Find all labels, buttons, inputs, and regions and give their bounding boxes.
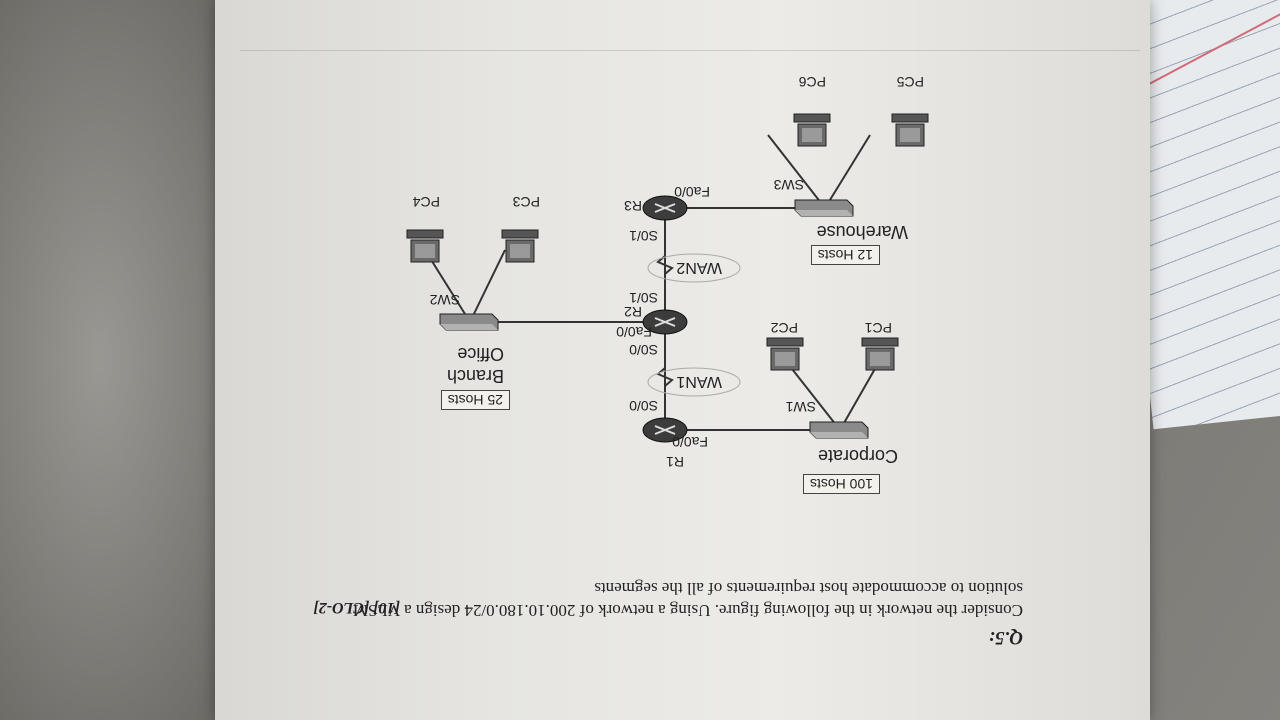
link-sw2-pc3 [469,249,506,323]
pc3-label: PC3 [512,194,540,210]
branch-label-line2: Office [457,344,504,364]
warehouse-label: Warehouse [816,222,908,242]
pc6-label: PC6 [798,74,826,90]
r2-s01-label: S0/1 [629,290,658,306]
pc5-label: PC5 [896,74,924,90]
pencil-mark-wan2 [647,253,741,283]
branch-hosts-box: 25 Hosts [440,390,510,410]
pc1-label: PC1 [864,320,892,336]
corporate-hosts-box: 100 Hosts [802,474,880,494]
wan2-label: WAN2 [676,259,722,276]
switch-sw1-icon [809,421,869,439]
router-r3-label: R3 [624,198,642,214]
pc3-icon [501,229,539,263]
r2-s00-label: S0/0 [629,342,658,358]
switch-sw3-icon [794,199,854,217]
paper-fold [240,50,1140,51]
pc5-icon [891,113,929,147]
pc2-icon [766,337,804,371]
r2-fa-label: Fa0/0 [616,324,652,340]
pc2-label: PC2 [770,320,798,336]
pc4-icon [406,229,444,263]
branch-label-line1: Branch [446,366,504,386]
r3-serial-label: S0/1 [629,228,658,244]
link-sw1-pc1 [784,359,841,431]
serial-symbol-wan2 [656,255,674,275]
serial-symbol-wan1 [656,367,674,387]
switch-sw1-label: SW1 [785,399,816,415]
pc1-icon [861,337,899,371]
r1-serial-label: S0/0 [629,398,658,414]
warehouse-hosts-box: 12 Hosts [810,245,880,265]
question-paper [215,0,1150,720]
r3-fa-label: Fa0/0 [674,184,710,200]
background-fabric [0,0,250,720]
link-sw1-pc2 [839,359,881,431]
router-r2-label: R2 [624,304,642,320]
wan1-label: WAN1 [676,373,722,390]
pc4-label: PC4 [412,194,440,210]
r1-fa-label: Fa0/0 [672,434,708,450]
pc6-icon [793,113,831,147]
link-sw3-pc5 [767,134,826,209]
router-r1-label: R1 [666,454,684,470]
switch-sw2-icon [439,313,499,331]
switch-sw3-label: SW3 [773,177,804,193]
corporate-label: Corporate [817,446,898,466]
pencil-mark-wan1 [647,367,741,397]
link-sw3-pc6 [824,134,871,209]
switch-sw2-label: SW2 [429,292,460,308]
